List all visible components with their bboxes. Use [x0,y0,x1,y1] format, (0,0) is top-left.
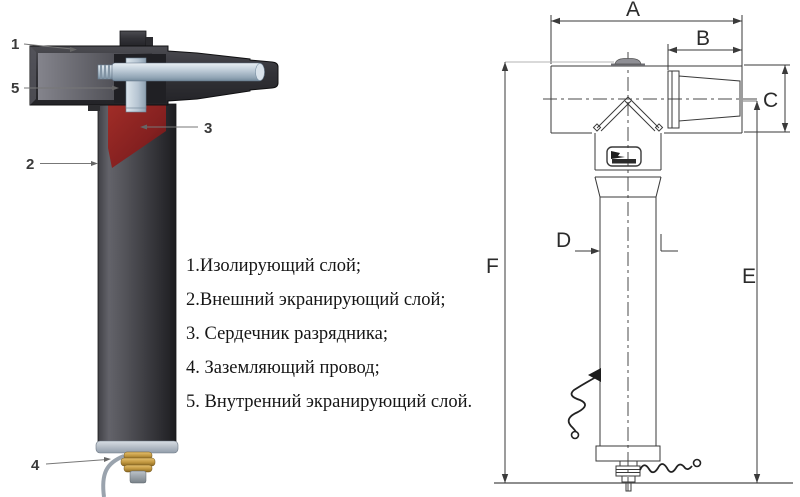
neck-section [594,133,662,198]
dim-label-d: D [556,229,571,252]
ground-terminal [95,440,179,484]
base-flange [595,445,661,492]
legend-item-1: 1.Изолирующий слой; [186,256,362,276]
bottom-cap [95,440,179,454]
arrester-cutaway-illustration: 1 5 2 3 4 [11,30,279,497]
dim-label-e: E [742,265,756,288]
conductor-rod [97,62,265,82]
rod-end-face [255,63,265,81]
legend-item-5: 5. Внутренний экранирующий слой. [186,392,473,412]
dimension-arrowheads [501,17,789,483]
nameplate [606,146,642,167]
dim-d [575,234,678,252]
dim-label-c: C [763,89,778,112]
dim-b [667,44,742,70]
terminal-stud [129,470,147,484]
dim-e [743,100,758,483]
callout-arrowheads [70,47,147,462]
dimension-drawing: A B C D E F [486,0,793,494]
callout-leaders [23,43,198,465]
cut-face-edge [30,46,36,105]
top-cap [611,58,645,66]
bushing-cone [667,70,741,129]
dim-c [744,64,790,133]
centerlines [543,52,761,494]
callout-label-1: 1 [11,36,19,53]
nameplate-logo-mark [611,151,625,159]
ground-lead-right [639,458,702,474]
top-bump [119,30,147,48]
legend-item-2: 2.Внешний экранирующий слой; [186,290,446,310]
dim-label-f: F [486,255,499,278]
dim-label-a: A [626,0,640,21]
legend-item-3: 3. Сердечник разрядника; [186,324,388,344]
dim-label-b: B [696,27,710,50]
callout-label-3: 3 [204,120,212,137]
legend-item-4: 4. Заземляющий провод; [186,358,380,378]
top-bump-step [146,37,153,47]
callout-label-4: 4 [31,457,40,474]
callout-line-4 [45,459,108,465]
body-outline [550,65,743,134]
callout-label-5: 5 [11,80,19,97]
ground-wire [101,454,125,497]
dim-f [504,61,614,483]
dim-a [550,15,743,80]
parts-legend: 1.Изолирующий слой; 2.Внешний экранирующ… [186,249,516,419]
ground-lead-left [567,368,601,440]
callout-label-2: 2 [26,156,34,173]
arrester-core [108,103,166,168]
body-foot [88,105,100,111]
callout-line-1 [23,43,73,50]
cylinder-outline [599,197,657,446]
funnel-section [592,96,664,132]
